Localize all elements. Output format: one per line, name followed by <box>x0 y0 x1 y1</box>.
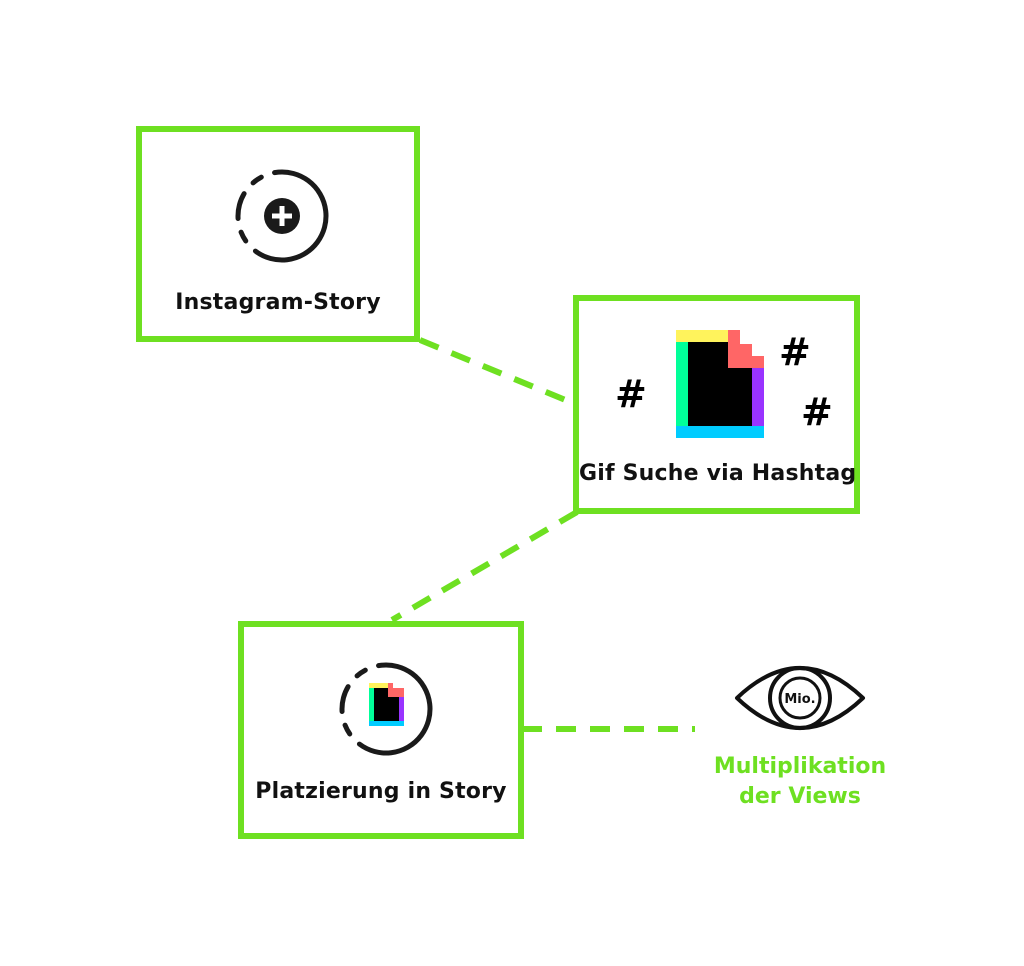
connector-gif-to-placement <box>390 509 579 623</box>
node-gif-label: Gif Suche via Hashtag <box>579 461 857 486</box>
views-label: Multiplikation der Views <box>690 752 910 812</box>
hashtag-top-right: # <box>779 330 811 374</box>
hashtag-bottom-right: # <box>801 390 833 434</box>
node-instagram-label: Instagram-Story <box>175 290 381 315</box>
hashtag-left: # <box>615 372 647 416</box>
connector-instagram-to-gif <box>418 337 577 407</box>
views-label-line1: Multiplikation <box>713 754 887 779</box>
node-story-placement: Platzierung in Story <box>238 621 524 839</box>
views-label-line2: der Views <box>739 784 861 809</box>
eye-icon: Mio. <box>735 666 865 730</box>
story-add-icon <box>235 169 329 263</box>
node-instagram-story: Instagram-Story <box>136 126 420 342</box>
node-placement-label: Platzierung in Story <box>255 779 507 804</box>
eye-text: Mio. <box>784 692 815 707</box>
giphy-icon <box>676 330 764 438</box>
story-giphy-icon <box>339 662 433 756</box>
node-gif-search: # # # Gif Suche via Hashtag <box>573 295 860 514</box>
